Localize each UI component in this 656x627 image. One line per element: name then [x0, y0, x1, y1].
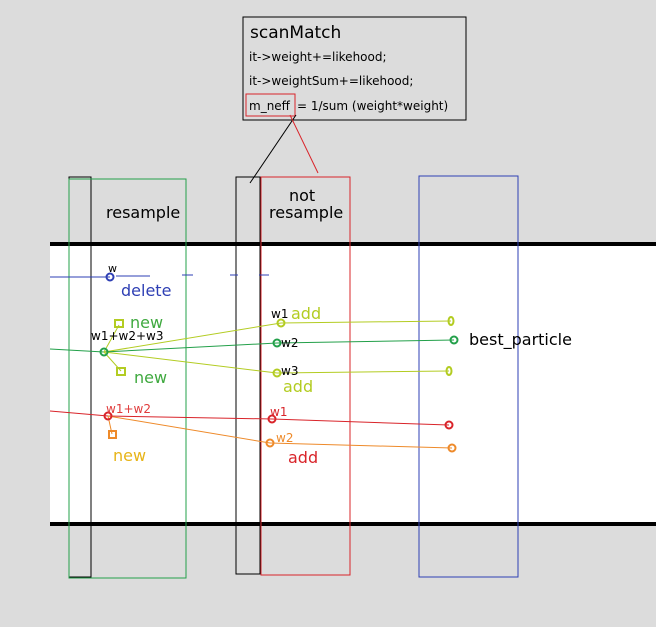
connector-red [289, 114, 319, 174]
red-node-top [267, 414, 277, 424]
w2-green-label: w2 [281, 336, 298, 350]
add-top-label: add [291, 304, 321, 323]
new-mid-label: new [134, 368, 167, 387]
scanmatch-line1: it->weight+=likehood; [249, 50, 387, 64]
delete-label: delete [121, 281, 171, 300]
lime-path-top [103, 322, 282, 353]
scanmatch-title: scanMatch [250, 23, 341, 43]
green-merge-node [99, 347, 109, 357]
best-particle-blue-box [418, 175, 519, 578]
w1-red-label: w1 [270, 405, 287, 419]
w3-green-label: w3 [281, 364, 298, 378]
lime-node-bottom-end [445, 366, 453, 376]
new-top-square [114, 319, 124, 328]
orange-node-end [447, 443, 457, 453]
not-resample-title-line1: not [289, 186, 315, 205]
m-neff-highlight [245, 93, 296, 117]
not-resample-black-box [235, 176, 261, 575]
new-bottom-label: new [113, 446, 146, 465]
add-mid-label: add [283, 377, 313, 396]
best-particle-label: best_particle [469, 330, 572, 350]
lime-node-top [276, 318, 286, 328]
w2-orange-label: w2 [276, 431, 293, 445]
w-label: w [108, 262, 117, 275]
new-bottom-square [108, 430, 117, 439]
best-particle-node [449, 335, 459, 345]
scanmatch-box: scanMatch it->weight+=likehood; it->weig… [242, 16, 467, 121]
blue-particle-node [105, 272, 115, 282]
green-path-mid-ext [276, 339, 455, 344]
resample-green-box [68, 178, 187, 579]
red-path-top [107, 415, 273, 420]
scanmatch-line2: it->weightSum+=likehood; [249, 74, 413, 88]
red-path-top-ext [271, 418, 450, 426]
w-sum3-label: w1+w2+w3 [91, 329, 163, 343]
green-input-path [49, 348, 105, 353]
lime-path-bottom-ext [276, 370, 450, 374]
green-node-mid [272, 338, 282, 348]
orange-path [107, 415, 271, 444]
lime-node-top-end [447, 316, 455, 326]
map-band [50, 244, 656, 524]
red-input-path [49, 410, 109, 417]
w-sum2-label: w1+w2 [106, 402, 151, 416]
new-top-link [103, 324, 120, 353]
resample-title: resample [106, 203, 180, 222]
red-node-end [444, 420, 454, 430]
connector-black [249, 114, 297, 184]
new-top-label: new [130, 313, 163, 332]
orange-path-ext [269, 442, 453, 449]
green-path-mid [103, 342, 278, 353]
w1-green-label: w1 [271, 307, 288, 321]
scanmatch-line3-rest: = 1/sum (weight*weight) [297, 99, 448, 113]
orange-node [265, 438, 275, 448]
lime-node-bottom [272, 368, 282, 378]
lime-path-top-ext [280, 320, 452, 324]
not-resample-title-line2: resample [269, 203, 343, 222]
new-mid-square [116, 367, 126, 376]
lime-path-bottom [103, 351, 278, 374]
add-bottom-label: add [288, 448, 318, 467]
red-merge-node [103, 411, 113, 421]
scanmatch-line3-var: m_neff [249, 99, 291, 113]
not-resample-red-box [260, 176, 351, 576]
